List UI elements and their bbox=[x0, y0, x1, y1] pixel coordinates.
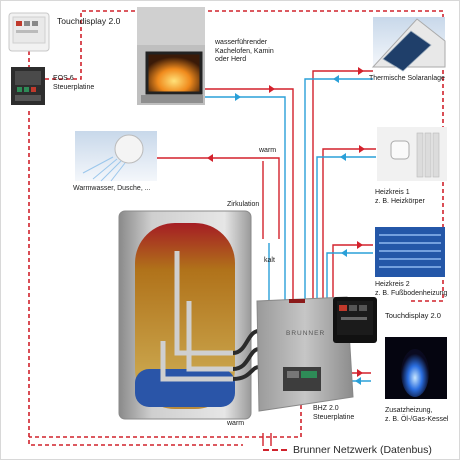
zusatz-subtitle: z. B. Öl-/Gas-Kessel bbox=[385, 415, 449, 423]
databus-top-loop bbox=[45, 10, 444, 302]
heizkreis2-subtitle: z. B. Fußbodenheizung bbox=[375, 289, 448, 297]
kalt-label: kalt bbox=[264, 257, 275, 264]
pipe-solar-warm bbox=[312, 70, 373, 301]
bhz-unit-icon bbox=[256, 296, 354, 412]
cold-pipes bbox=[204, 78, 376, 382]
touchdisplay-right-title: Touchdisplay 2.0 bbox=[385, 311, 441, 320]
pipe-hk1-warm bbox=[322, 148, 376, 301]
heizkreis1-subtitle: z. B. Heizkörper bbox=[375, 197, 425, 205]
floor-heating-icon bbox=[375, 227, 445, 277]
pipe-solar-cold bbox=[304, 78, 373, 301]
cold-arrows bbox=[235, 75, 361, 385]
radiator-icon bbox=[377, 127, 447, 181]
legend-dash-icon bbox=[263, 449, 287, 452]
kamin-icon bbox=[137, 7, 205, 105]
touchdisplay-top-label: Touchdisplay 2.0 bbox=[57, 17, 120, 26]
bhz-title: BHZ 2.0 bbox=[313, 405, 339, 412]
warm-arrows bbox=[207, 67, 365, 377]
zusatz-label: Zusatzheizung, z. B. Öl-/Gas-Kessel bbox=[385, 407, 448, 424]
touchdisplay-top-title: Touchdisplay 2.0 bbox=[57, 16, 121, 26]
heizkreis2-title: Heizkreis 2 bbox=[375, 281, 410, 288]
solar-label: Thermische Solaranlage bbox=[369, 75, 445, 84]
zusatz-title: Zusatzheizung, bbox=[385, 407, 433, 414]
eos6-board-icon bbox=[11, 67, 45, 105]
warmwasser-title: Warmwasser, Dusche, ... bbox=[73, 185, 151, 192]
pipe-warm-bottom bbox=[262, 433, 272, 446]
warm-pipes bbox=[157, 70, 376, 446]
bhz-subtitle: Steuerplatine bbox=[313, 413, 355, 421]
pipe-warmwater bbox=[157, 157, 280, 239]
solar-icon bbox=[371, 17, 446, 72]
warm-top-label: warm bbox=[259, 147, 277, 154]
touchdisplay-top-icon bbox=[8, 12, 50, 52]
pipe-kamin-cold bbox=[204, 96, 286, 301]
pipe-kamin-warm bbox=[204, 88, 294, 301]
touchdisplay-right-label: Touchdisplay 2.0 bbox=[385, 311, 441, 321]
bhz-label: BHZ 2.0 Steuerplatine bbox=[313, 405, 354, 422]
eos6-subtitle: Steuerplatine bbox=[53, 83, 95, 91]
kamin-line-2: Kachelofen, Kamin bbox=[215, 47, 274, 55]
solar-title: Thermische Solaranlage bbox=[369, 75, 445, 82]
touchdisplay-right-icon bbox=[333, 297, 377, 343]
legend-text: Brunner Netzwerk (Datenbus) bbox=[293, 444, 432, 456]
heizkreis2-label: Heizkreis 2 z. B. Fußbodenheizung bbox=[375, 281, 447, 298]
pipe-hk1-cold bbox=[316, 156, 376, 301]
hoses bbox=[232, 329, 260, 381]
kamin-line-3: oder Herd bbox=[215, 56, 247, 63]
shower-icon bbox=[75, 131, 157, 182]
kamin-line-1: wasserführender bbox=[215, 39, 268, 46]
warmwasser-label: Warmwasser, Dusche, ... bbox=[73, 185, 151, 194]
brunner-badge: BRUNNER bbox=[286, 330, 326, 337]
heizkreis1-label: Heizkreis 1 z. B. Heizkörper bbox=[375, 189, 425, 206]
eos6-label: EOS 6 Steuerplatine bbox=[53, 75, 94, 92]
pipe-hk2-cold bbox=[326, 252, 373, 301]
warm-bottom-label: warm bbox=[227, 420, 245, 427]
legend: Brunner Netzwerk (Datenbus) bbox=[263, 444, 432, 456]
kamin-label: wasserführender Kachelofen, Kamin oder H… bbox=[215, 39, 274, 65]
eos6-title: EOS 6 bbox=[53, 75, 74, 82]
heizkreis1-title: Heizkreis 1 bbox=[375, 189, 410, 196]
databus-left-down bbox=[28, 111, 243, 446]
zirkulation-label: Zirkulation bbox=[227, 201, 260, 208]
databus-bhz bbox=[29, 391, 302, 438]
flame-icon bbox=[385, 337, 447, 399]
speicher-icon bbox=[118, 210, 252, 420]
